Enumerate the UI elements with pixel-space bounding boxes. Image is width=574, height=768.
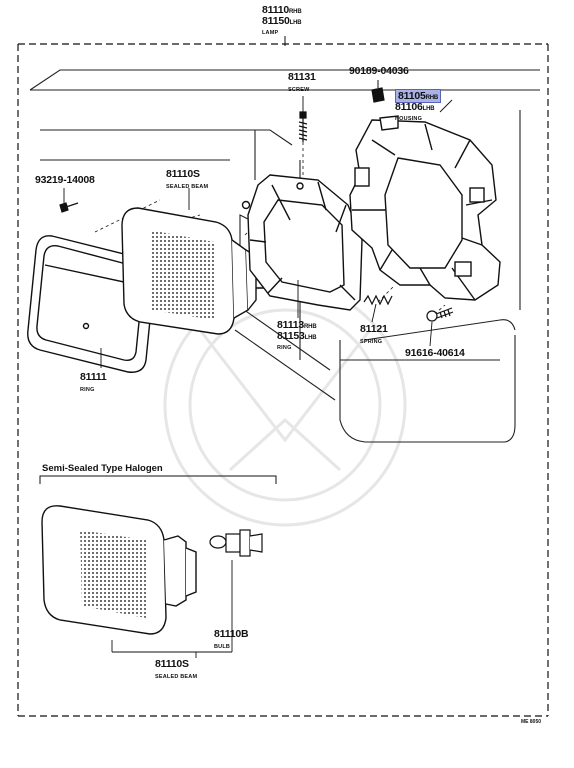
ring-81113-part-lh: 81153: [277, 329, 305, 342]
diagram-frame: [17, 43, 549, 717]
ring-81111-part: 81111: [80, 371, 107, 383]
screw-81131-part: 81131: [288, 71, 316, 83]
ring-81113-suffix-lh: LHB: [304, 334, 317, 341]
ring-81113-name: RING: [277, 345, 292, 351]
ring-81111-label: 81111 RING: [80, 371, 107, 393]
lamp-part-rh: 81110: [262, 4, 290, 16]
housing-label: 81105RHB 81106LHB HOUSING: [395, 89, 442, 123]
ring-81113-part-rh: 81113: [277, 319, 305, 331]
car-body-outline: [29, 69, 540, 443]
label-leaders: [63, 82, 453, 368]
section-bracket: [39, 475, 277, 484]
bolt-91616-label: 91616-40614: [405, 348, 465, 359]
bolt-91616-part: 91616-40614: [405, 347, 465, 359]
spring-81121-name: SPRING: [360, 338, 383, 345]
sealed-beam-bottom-name: SEALED BEAM: [155, 673, 198, 680]
sealed-beam-top-label: 81110S SEALED BEAM: [166, 169, 208, 190]
screw-81131: [298, 111, 308, 142]
screw-93219: [59, 202, 79, 213]
spring-81121: [363, 294, 393, 306]
housing-name: HOUSING: [395, 116, 423, 122]
bottom-leaders: [111, 560, 233, 658]
screw-81131-name: SCREW: [288, 86, 310, 93]
housing-suffix-rh: RHB: [425, 95, 439, 101]
mounting-ring-81113: [241, 174, 363, 311]
bolt-90189-part: 90189-04036: [349, 65, 409, 77]
screw-93219-label: 93219-14008: [35, 175, 95, 186]
sealed-beam-top-name: SEALED BEAM: [166, 183, 209, 190]
housing-part-lh: 81106: [395, 100, 423, 113]
ring-81113-label: 81113RHB 81153LHB RING: [277, 319, 317, 352]
bulb-81110b-label: 81110B BULB: [214, 628, 249, 650]
lamp-suffix-lh: LHB: [289, 19, 302, 26]
section-title: Semi-Sealed Type Halogen: [42, 463, 163, 474]
bolt-91616: [426, 307, 454, 322]
sealed-beam-top: [121, 207, 268, 335]
spring-81121-part: 81121: [360, 323, 388, 335]
bulb-81110b-name: BULB: [214, 643, 231, 650]
screw-81131-label: 81131 SCREW: [288, 72, 316, 93]
figure-code: ME 8050: [521, 719, 542, 725]
sealed-beam-top-part: 81110S: [166, 168, 200, 180]
spring-81121-label: 81121 SPRING: [360, 324, 388, 345]
screw-93219-part: 93219-14008: [35, 174, 95, 186]
sealed-beam-bottom-part: 81110S: [155, 658, 189, 670]
lamp-label: 81110RHB 81150LHB LAMP: [262, 4, 302, 37]
housing-part-rh-highlight: 81105RHB: [395, 89, 442, 103]
ring-81111-name: RING: [80, 386, 95, 393]
semi-sealed-beam: [41, 505, 197, 635]
housing-part-rh: 81105: [398, 90, 426, 102]
lamp-suffix-rh: RHB: [289, 9, 302, 15]
bulb-81110b: [209, 529, 263, 557]
housing-suffix-lh: LHB: [422, 105, 435, 112]
bolt-90189-label: 90189-04036: [349, 66, 409, 77]
lamp-name: LAMP: [262, 30, 279, 36]
lamp-part-lh: 81150: [262, 14, 290, 27]
sealed-beam-bottom-label: 81110S SEALED BEAM: [155, 659, 197, 680]
housing-81105: [349, 115, 501, 301]
bulb-81110b-part: 81110B: [214, 628, 249, 640]
ring-81113-suffix-rh: RHB: [304, 324, 317, 330]
